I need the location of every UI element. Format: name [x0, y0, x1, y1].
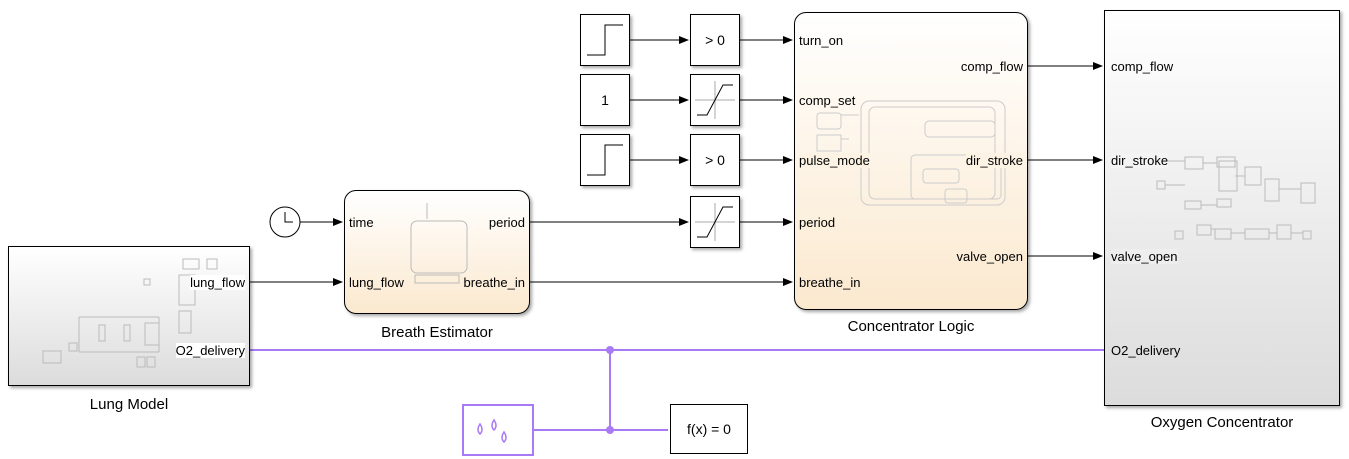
- port-o2-delivery-in: O2_delivery: [1111, 343, 1181, 358]
- compare-to-zero-block-2[interactable]: > 0: [690, 134, 740, 186]
- saturation-icon: [695, 203, 735, 241]
- saturation-icon: [695, 81, 735, 119]
- step-icon: [587, 24, 623, 56]
- port-period: period: [488, 215, 525, 230]
- lung-model-block[interactable]: lung_flow O2_delivery: [8, 246, 250, 386]
- step-icon: [587, 144, 623, 176]
- clock-block[interactable]: [268, 204, 302, 240]
- port-time: time: [349, 215, 374, 230]
- port-comp-flow-out: comp_flow: [960, 59, 1023, 74]
- solver-label: f(x) = 0: [687, 421, 731, 437]
- port-comp-set: comp_set: [799, 93, 856, 108]
- port-valve-open-in: valve_open: [1111, 249, 1178, 264]
- saturation-block-2[interactable]: [690, 196, 740, 248]
- port-dir-stroke-in: dir_stroke: [1111, 153, 1169, 168]
- solver-configuration-block[interactable]: f(x) = 0: [670, 404, 748, 454]
- junction-top: [606, 346, 614, 354]
- clock-icon: [269, 206, 301, 238]
- port-lung-flow: lung_flow: [190, 275, 245, 290]
- concentrator-logic-name: Concentrator Logic: [847, 318, 975, 335]
- oxygen-concentrator-preview-icon: [1156, 156, 1316, 240]
- junction-bottom: [606, 426, 614, 434]
- breath-estimator-block[interactable]: time lung_flow period breathe_in: [344, 190, 530, 314]
- oxygen-concentrator-name: Oxygen Concentrator: [1150, 414, 1294, 431]
- port-period-in: period: [799, 215, 836, 230]
- port-valve-open-out: valve_open: [956, 249, 1024, 264]
- compare-label: > 0: [705, 152, 725, 168]
- compare-label: > 0: [705, 32, 725, 48]
- concentrator-logic-block[interactable]: turn_on comp_set pulse_mode period breat…: [794, 12, 1028, 310]
- port-lung-flow-in: lung_flow: [349, 275, 404, 290]
- compare-to-zero-block-1[interactable]: > 0: [690, 14, 740, 66]
- fluid-droplets-icon: [477, 418, 507, 444]
- lung-model-name: Lung Model: [89, 396, 169, 413]
- step-block-2[interactable]: [580, 134, 630, 186]
- port-dir-stroke-out: dir_stroke: [965, 153, 1023, 168]
- port-o2-delivery: O2_delivery: [175, 343, 245, 358]
- port-turn-on: turn_on: [799, 33, 844, 48]
- port-comp-flow-in: comp_flow: [1111, 59, 1174, 74]
- lung-model-preview-icon: [42, 258, 218, 368]
- oxygen-concentrator-block[interactable]: comp_flow dir_stroke valve_open O2_deliv…: [1104, 10, 1340, 406]
- port-breathe-in: breathe_in: [463, 275, 525, 290]
- constant-value: 1: [601, 92, 609, 108]
- port-pulse-mode: pulse_mode: [799, 153, 870, 168]
- breath-estimator-name: Breath Estimator: [381, 324, 493, 341]
- step-block-1[interactable]: [580, 14, 630, 66]
- port-breathe-in-in: breathe_in: [799, 275, 861, 290]
- saturation-block-1[interactable]: [690, 74, 740, 126]
- constant-block[interactable]: 1: [580, 74, 630, 126]
- fluid-properties-block[interactable]: [462, 404, 534, 456]
- chart-preview-icon: [410, 203, 468, 284]
